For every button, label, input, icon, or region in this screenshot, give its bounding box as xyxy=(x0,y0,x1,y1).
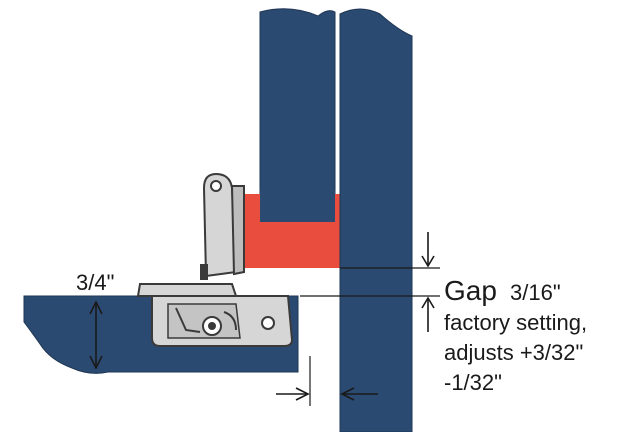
gap-dimension xyxy=(300,232,440,332)
overlay-dimension xyxy=(276,356,378,406)
gap-label: Gap xyxy=(444,275,497,306)
gap-note-line2: adjusts +3/32" xyxy=(444,340,583,365)
cabinet-side-panel xyxy=(259,8,336,223)
thickness-dimension xyxy=(89,300,103,370)
gap-note-line3: -1/32" xyxy=(444,370,502,395)
hinge-arm xyxy=(200,172,245,280)
gap-value: 3/16" xyxy=(510,280,561,305)
side-panel-lower xyxy=(260,190,335,222)
hinge-cup xyxy=(136,283,294,347)
thickness-label: 3/4" xyxy=(76,270,114,295)
door-panel xyxy=(339,8,413,432)
gap-note-line1: factory setting, xyxy=(444,310,587,335)
